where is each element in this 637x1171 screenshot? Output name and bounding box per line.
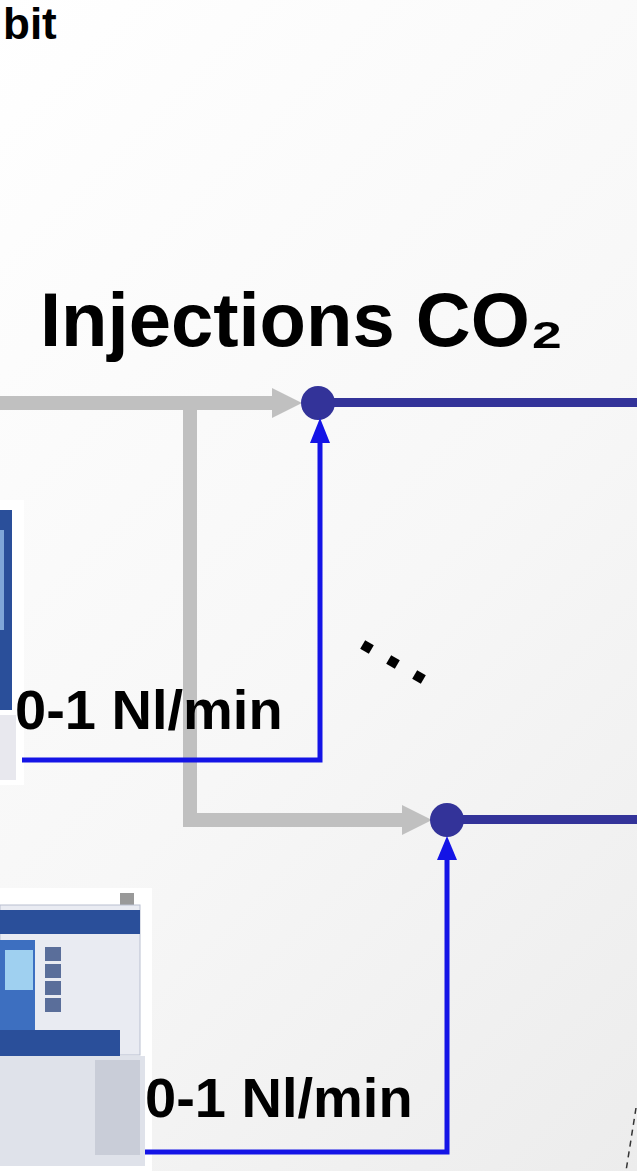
diagram-title: Injections CO₂ [40,282,564,358]
dashed-line [626,1108,636,1171]
flow-range-label: 0-1 Nl/min [15,682,283,738]
mass-flow-controller [0,500,24,785]
flow-range-label: 0-1 Nl/min [145,1070,413,1126]
co2-line [22,418,457,1152]
mass-flow-controller [0,888,152,1171]
outlet-line [301,386,637,837]
cut-off-heading: bit [3,2,57,46]
ellipsis-dots [360,640,426,684]
supply-line [0,388,432,835]
